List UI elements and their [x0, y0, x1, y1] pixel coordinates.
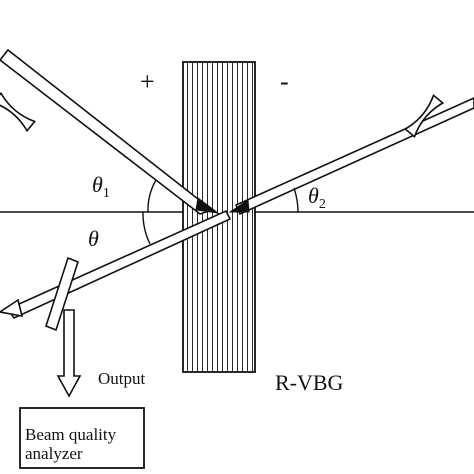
output-label: Output [98, 369, 146, 388]
minus-sign: - [280, 67, 289, 96]
incident-beam-left [0, 48, 220, 215]
theta-label: θ [88, 226, 99, 251]
theta2-arc [293, 187, 299, 213]
incident-beam-right [228, 97, 474, 216]
analyzer-label-line1: Beam quality [25, 425, 117, 444]
theta-arc [142, 211, 151, 245]
theta2-label: θ2 [308, 183, 326, 212]
beam-arrowhead-left [195, 197, 220, 214]
analyzer-label-line2: analyzer [25, 444, 83, 463]
concave-lens-icon [0, 91, 37, 133]
beam-splitter [45, 256, 79, 332]
beam-quality-analyzer: Beam quality analyzer [19, 407, 145, 469]
concave-lens-icon [403, 93, 445, 139]
rvbg-label: R-VBG [275, 370, 344, 395]
beam-arrowhead-right [228, 199, 250, 213]
theta1-label: θ1 [92, 172, 110, 201]
theta1-arc [147, 179, 157, 213]
output-arrowhead [0, 298, 24, 318]
output-arrow [56, 309, 82, 398]
plus-sign: + [140, 67, 155, 96]
